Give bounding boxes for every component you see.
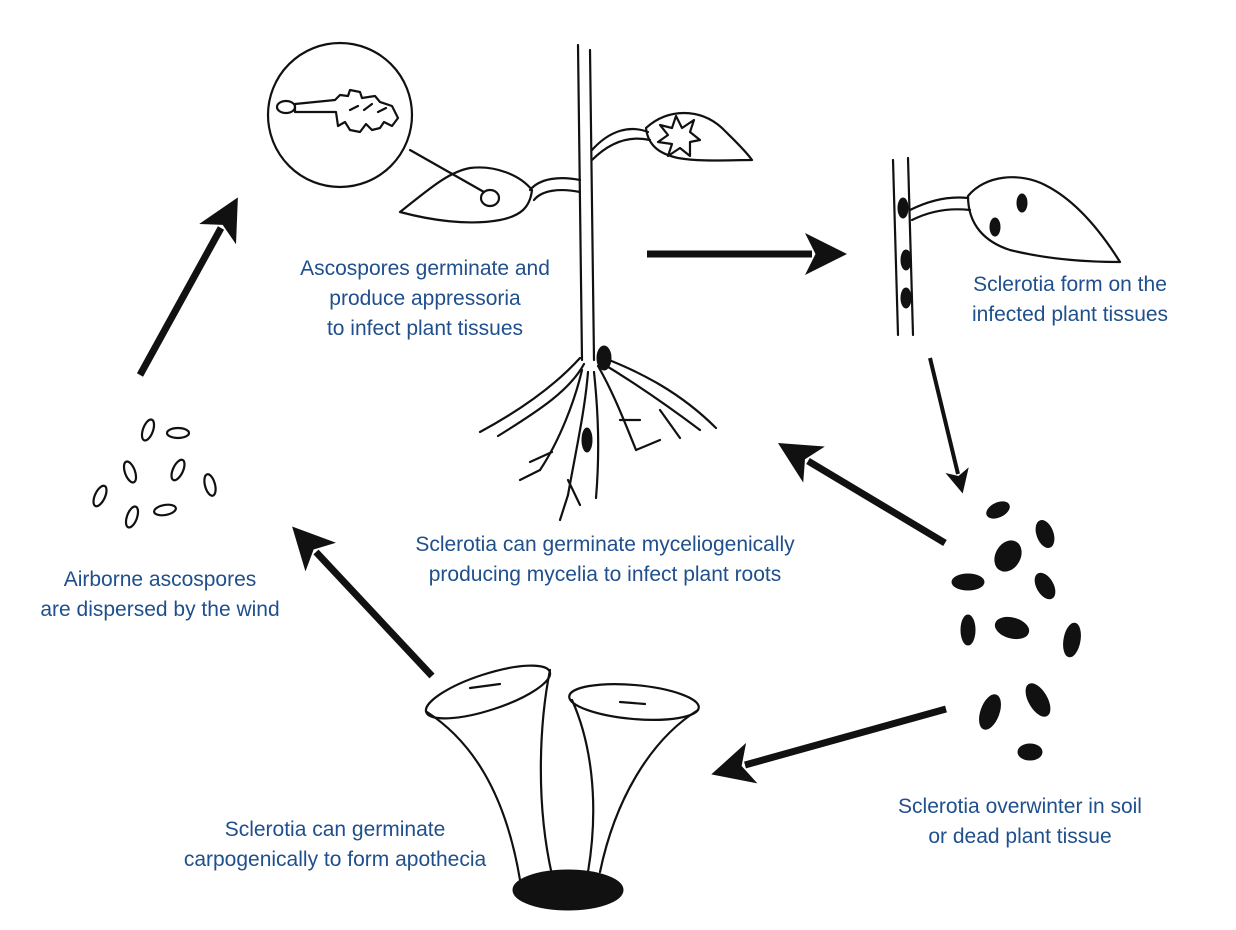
- label-overwinter: Sclerotia overwinter in soil or dead pla…: [840, 792, 1200, 852]
- overwintering-sclerotia: [952, 499, 1083, 760]
- magnified-appressoria-circle: [268, 43, 484, 192]
- label-myceliogenic: Sclerotia can germinate myceliogenically…: [360, 530, 850, 590]
- arrow-form-to-overwinter: [930, 358, 958, 474]
- arrow-overwinter-to-apothecia: [745, 709, 946, 765]
- label-sclerotia-form: Sclerotia form on the infected plant tis…: [935, 270, 1205, 330]
- label-airborne-ascospores: Airborne ascospores are dispersed by the…: [0, 565, 320, 625]
- airborne-ascospores: [91, 418, 218, 529]
- label-carpogenic: Sclerotia can germinate carpogenically t…: [145, 815, 525, 875]
- arrow-ascospores-to-infection: [140, 228, 221, 375]
- label-ascospores-germinate: Ascospores germinate and produce appress…: [255, 254, 595, 344]
